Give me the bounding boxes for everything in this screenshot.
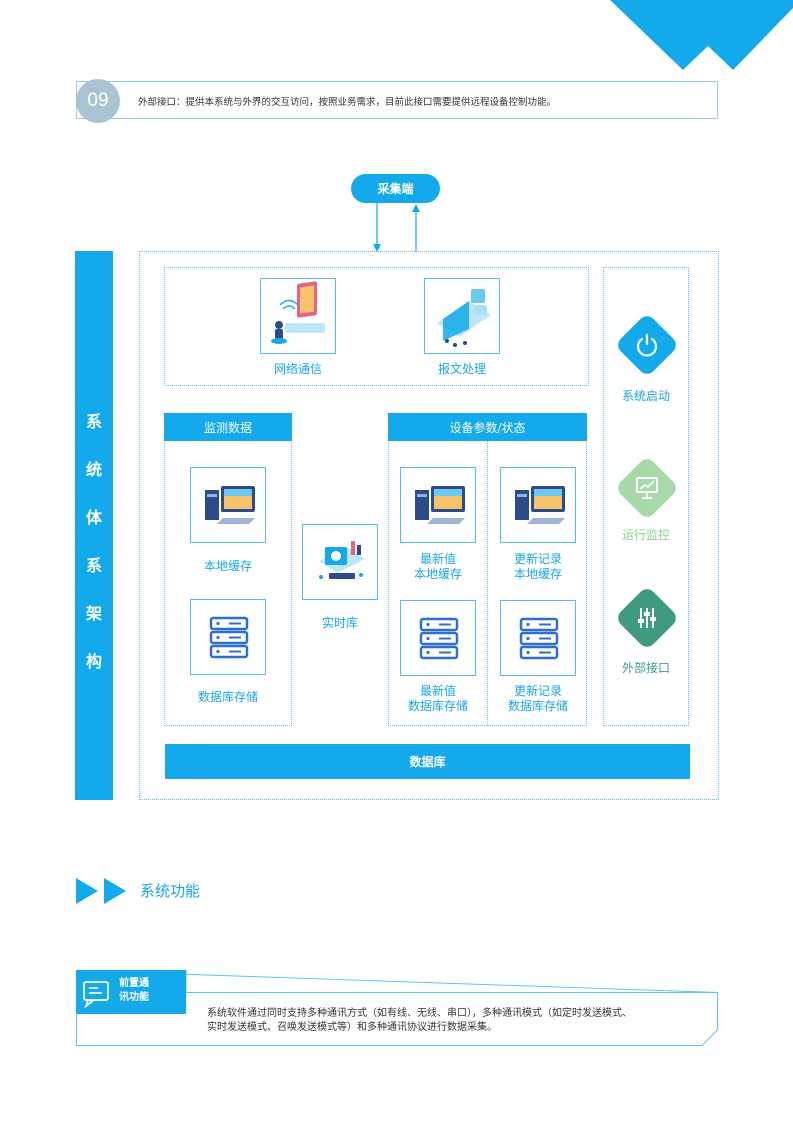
tab-line: 讯功能 (119, 992, 149, 1003)
server-icon (209, 616, 249, 659)
database-storage-label: 数据库存储 (197, 690, 258, 704)
latest-local-cache-box (400, 467, 476, 543)
architecture-container (139, 251, 719, 800)
message-processing-label: 报文处理 (437, 362, 486, 376)
monitor-data-header: 监测数据 (164, 413, 292, 441)
communication-area (164, 267, 589, 386)
database-storage-box (190, 599, 266, 675)
realtime-db-box (302, 524, 378, 600)
computer-icon (515, 486, 565, 524)
update-local-cache-box (500, 467, 576, 543)
monitor-chart-icon (624, 465, 670, 511)
update-db-storage-box (500, 600, 576, 676)
run-monitor-label: 运行监控 (621, 528, 670, 542)
header-decoration (610, 0, 793, 70)
architecture-title: 系 统 体 系 架 构 (75, 398, 113, 686)
realtime-db-label: 实时库 (321, 616, 358, 630)
control-column (603, 267, 689, 726)
label-line: 数据库存储 (507, 699, 568, 713)
card-text-line: 实时发送模式、召唤发送模式等）和多种通讯协议进行数据采集。 (207, 1022, 497, 1033)
realtime-dashboard-icon (319, 541, 365, 579)
label-line: 最新值 (419, 684, 456, 698)
title-char: 体 (85, 508, 102, 527)
network-communication-label: 网络通信 (273, 362, 322, 376)
title-char: 架 (85, 604, 102, 623)
update-local-cache-label: 更新记录 本地缓存 (498, 552, 578, 582)
feature-card-tab-label: 前置通 讯功能 (119, 977, 149, 1005)
tab-line: 前置通 (119, 978, 149, 989)
device-area-divider (487, 441, 488, 726)
title-char: 系 (85, 412, 102, 431)
label-line: 最新值 (419, 552, 456, 566)
architecture-side-bar (75, 251, 113, 800)
step-number-badge: 09 (76, 79, 120, 123)
external-interface-label: 外部接口 (621, 661, 670, 675)
step-box (76, 81, 718, 119)
label-line: 数据库存储 (407, 699, 468, 713)
title-char: 构 (85, 652, 102, 671)
feature-card-tab (76, 970, 186, 1014)
title-char: 系 (85, 556, 102, 575)
local-cache-box (190, 467, 266, 543)
network-communication-icon (271, 281, 325, 344)
server-icon (419, 617, 459, 660)
latest-db-storage-label: 最新值 数据库存储 (398, 684, 478, 714)
message-processing-icon (437, 289, 491, 347)
latest-local-cache-label: 最新值 本地缓存 (398, 552, 478, 582)
local-cache-label: 本地缓存 (203, 559, 252, 573)
server-icon (519, 617, 559, 660)
network-communication-box (260, 278, 336, 354)
database-bar: 数据库 (165, 744, 690, 779)
power-icon (624, 322, 670, 368)
latest-db-storage-box (400, 600, 476, 676)
collector-arrows (373, 203, 420, 252)
feature-card (76, 970, 718, 1046)
section-title: 系统功能 (140, 882, 201, 900)
label-line: 更新记录 (513, 552, 562, 566)
computer-icon (415, 486, 465, 524)
step-description: 外部接口：提供本系统与外界的交互访问，按照业务需求，目前此接口需要提供远程设备控… (138, 97, 557, 108)
computer-icon (205, 486, 255, 524)
card-text-line: 系统软件通过同时支持多种通讯方式（如有线、无线、串口），多种通讯模式（如定时发送… (207, 1008, 632, 1019)
label-line: 更新记录 (513, 684, 562, 698)
label-line: 本地缓存 (413, 567, 462, 581)
feature-card-text: 系统软件通过同时支持多种通讯方式（如有线、无线、串口），多种通讯模式（如定时发送… (207, 1007, 707, 1035)
title-char: 统 (85, 460, 102, 479)
system-start-label: 系统启动 (621, 389, 670, 403)
collector-pill: 采集端 (351, 174, 440, 203)
device-params-header: 设备参数/状态 (388, 413, 587, 441)
message-processing-box (424, 278, 500, 354)
sliders-icon (624, 595, 670, 641)
label-line: 本地缓存 (513, 567, 562, 581)
update-db-storage-label: 更新记录 数据库存储 (498, 684, 578, 714)
section-arrows-icon (76, 878, 126, 904)
